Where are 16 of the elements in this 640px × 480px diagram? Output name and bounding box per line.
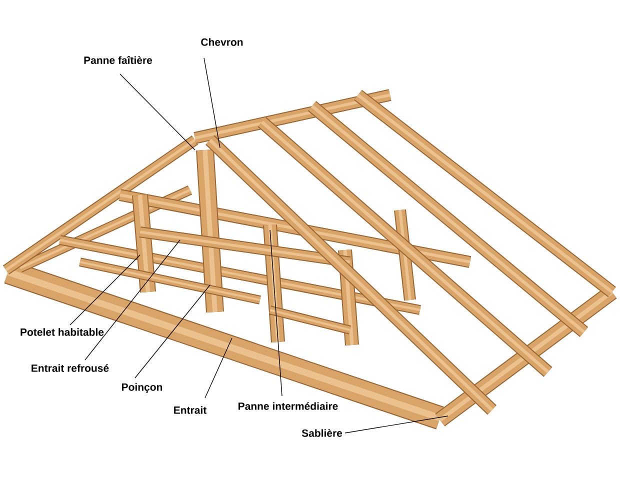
part-label: Panne intermédiaire — [238, 402, 338, 410]
leader-line — [84, 240, 180, 360]
part-label: Entrait refrousé — [32, 364, 109, 372]
part-label: Chevron — [201, 38, 243, 46]
leader-line — [70, 254, 140, 326]
leader-line — [204, 58, 220, 148]
leader-line — [344, 416, 448, 434]
leader-line — [134, 284, 210, 378]
part-label: Sablière — [302, 429, 342, 437]
part-label: Potelet habitable — [20, 328, 104, 336]
part-label: Poinçon — [122, 383, 162, 393]
leader-line — [120, 74, 196, 150]
leader-line — [204, 338, 232, 398]
part-label: Entrait — [174, 406, 206, 414]
leader-line — [270, 230, 282, 396]
part-label: Panne faîtière — [84, 56, 152, 64]
